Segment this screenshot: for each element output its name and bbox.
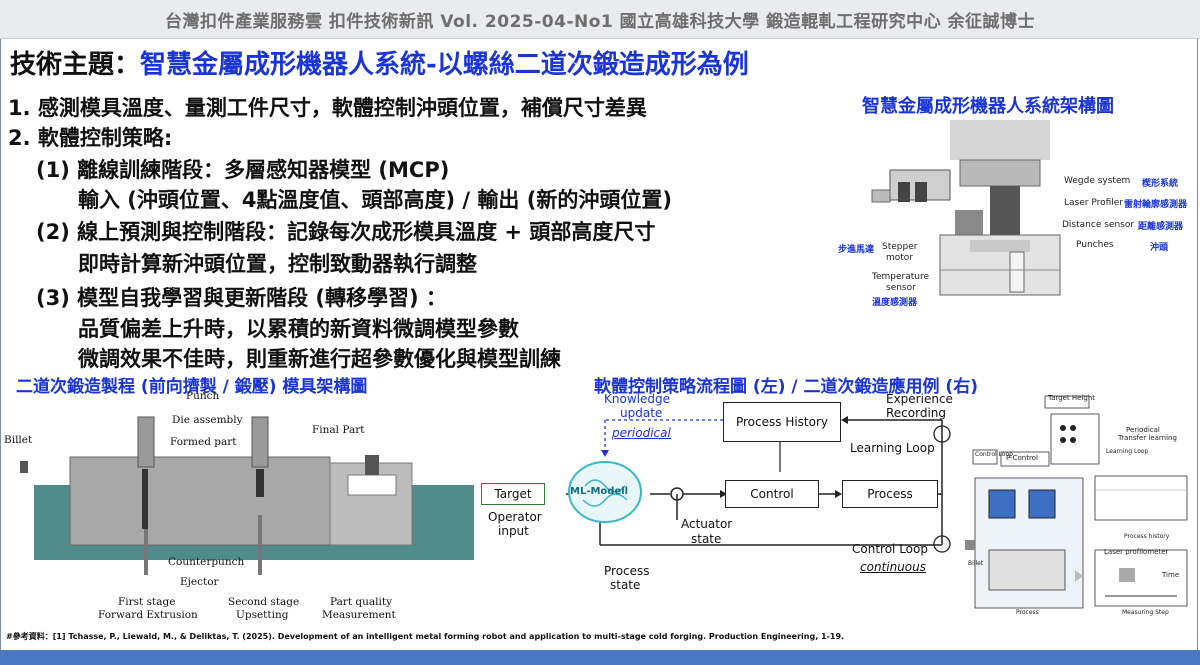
system-figure-title: 智慧金屬成形機器人系統架構圖 (862, 96, 1114, 117)
ejector-label: Ejector (180, 576, 219, 588)
header-text: 台灣扣件產業服務雲 扣件技術新訊 Vol. 2025-04-No1 國立高雄科技… (164, 12, 1036, 32)
die-assembly-label: Die assembly (172, 414, 243, 426)
distance-label-zh: 距離感測器 (1138, 222, 1184, 232)
app-control-loop-label: Control Loop (975, 451, 1013, 458)
distance-label: Distance sensor (1062, 220, 1135, 230)
topic-title: 智慧金屬成形機器人系統-以螺絲二道次鍛造成形為例 (140, 50, 749, 80)
punches-label-zh: 沖頭 (1150, 243, 1169, 253)
brain-icon (568, 461, 642, 523)
stepper-label-2: motor (886, 253, 914, 263)
sub-bullet-1: (1) 離線訓練階段：多層感知器模型 (MCP) (36, 158, 450, 182)
stage3-label-1: Part quality (330, 596, 393, 608)
knowledge-label-2: update (620, 406, 663, 420)
time-label: Time (1162, 571, 1180, 579)
stage1-label-1: First stage (118, 596, 176, 608)
slide-header: 台灣扣件產業服務雲 扣件技術新訊 Vol. 2025-04-No1 國立高雄科技… (0, 0, 1200, 39)
formed-part-label: Formed part (170, 436, 237, 448)
laser-profilometer-label: Laser profilometer (1104, 548, 1169, 556)
control-loop-label: Control Loop (852, 542, 928, 556)
target-box: Target (481, 483, 545, 505)
footer-bar (0, 650, 1200, 665)
operator-label-1: Operator (488, 510, 542, 524)
wedge-label: Wegde system (1064, 176, 1131, 186)
measuring-step-label: Measuring Step (1122, 609, 1169, 616)
bullet-1: 1. 感測模具溫度、量測工件尺寸，軟體控制沖頭位置，補償尺寸差異 (8, 96, 647, 120)
stage3-label-2: Measurement (322, 609, 396, 621)
app-process-history-label: Process history (1124, 533, 1170, 540)
sub-bullet-3-detail-1: 品質偏差上升時，以累積的新資料微調模型參數 (78, 317, 519, 341)
sub-bullet-2-detail: 即時計算新沖頭位置，控制致動器執行調整 (78, 252, 477, 276)
die-assembly-illustration (20, 416, 474, 575)
punch-label: Punch (186, 390, 220, 402)
stage2-label-1: Second stage (228, 596, 300, 608)
stage2-label-2: Upsetting (236, 609, 289, 621)
knowledge-label-1: Knowledge (604, 392, 670, 406)
topic-label: 技術主題： (10, 50, 141, 80)
temp-label-2: sensor (886, 283, 916, 293)
reference-text: #參考資料：[1] Tchasse, P., Liewald, M., & De… (6, 632, 845, 641)
transfer-learning-label: Transfer learning (1118, 434, 1177, 442)
periodical-tl-label: Periodical (1126, 426, 1160, 434)
control-box: Control (725, 480, 819, 508)
flow-figure-title: 軟體控制策略流程圖 (左) / 二道次鍛造應用例 (右) (594, 377, 978, 397)
experience-label-1: Experience (886, 392, 953, 406)
app-learning-loop-label: Learning Loop (1106, 448, 1149, 455)
ml-model-label: ML-Modell (570, 486, 629, 497)
stepper-label-1: Stepper (882, 242, 918, 252)
die-figure-title: 二道次鍛造製程 (前向擠製 / 鍛壓) 模具架構圖 (16, 377, 368, 397)
stepper-label-zh: 步進馬達 (838, 245, 875, 255)
final-part-label: Final Part (312, 424, 365, 436)
actuator-label-1: Actuator (681, 517, 733, 531)
continuous-label: continuous (860, 560, 926, 574)
temp-label-zh: 溫度感測器 (872, 298, 918, 308)
stage1-label-2: Forward Extrusion (98, 609, 198, 621)
laser-label: Laser Profiler (1064, 198, 1124, 208)
robot-system-illustration (871, 120, 1061, 296)
billet-label: Billet (4, 434, 33, 446)
counterpunch-label: Counterpunch (168, 556, 245, 568)
laser-label-zh: 雷射輪廓感測器 (1124, 200, 1188, 210)
punches-label: Punches (1076, 240, 1114, 250)
topic-line: 技術主題：智慧金屬成形機器人系統-以螺絲二道次鍛造成形為例 (10, 44, 749, 81)
process-history-box: Process History (723, 402, 841, 442)
learning-loop-label: Learning Loop (850, 441, 935, 455)
sub-bullet-1-detail: 輸入 (沖頭位置、4點溫度值、頭部高度) / 輸出 (新的沖頭位置) (78, 188, 672, 212)
process-state-label-2: state (610, 578, 641, 592)
app-process-label: Process (1016, 609, 1039, 616)
process-label: Process (867, 487, 913, 501)
sub-bullet-3: (3) 模型自我學習與更新階段 (轉移學習) ： (36, 286, 447, 310)
sub-bullet-3-detail-2: 微調效果不佳時，則重新進行超參數優化與模型訓練 (78, 347, 561, 371)
app-billet-label: Billet (968, 560, 984, 567)
actuator-label-2: state (691, 532, 722, 546)
wedge-label-zh: 楔形系統 (1142, 179, 1179, 189)
process-box: Process (842, 480, 938, 508)
process-history-label: Process History (735, 415, 829, 429)
operator-label-2: input (498, 524, 529, 538)
sub-bullet-2: (2) 線上預測與控制階段：記錄每次成形模具溫度 + 頭部高度尺寸 (36, 220, 656, 244)
control-label: Control (750, 487, 794, 501)
temp-label-1: Temperature (872, 272, 930, 282)
process-state-label-1: Process (604, 564, 650, 578)
application-example-diagram (965, 395, 1188, 609)
target-label: Target (494, 487, 532, 501)
p-control-label: P-Control (1006, 454, 1038, 462)
target-height-label: Target Height (1048, 394, 1096, 402)
periodical-label: periodical (612, 426, 671, 440)
experience-label-2: Recording (886, 406, 947, 420)
bullet-2: 2. 軟體控制策略: (8, 126, 173, 150)
